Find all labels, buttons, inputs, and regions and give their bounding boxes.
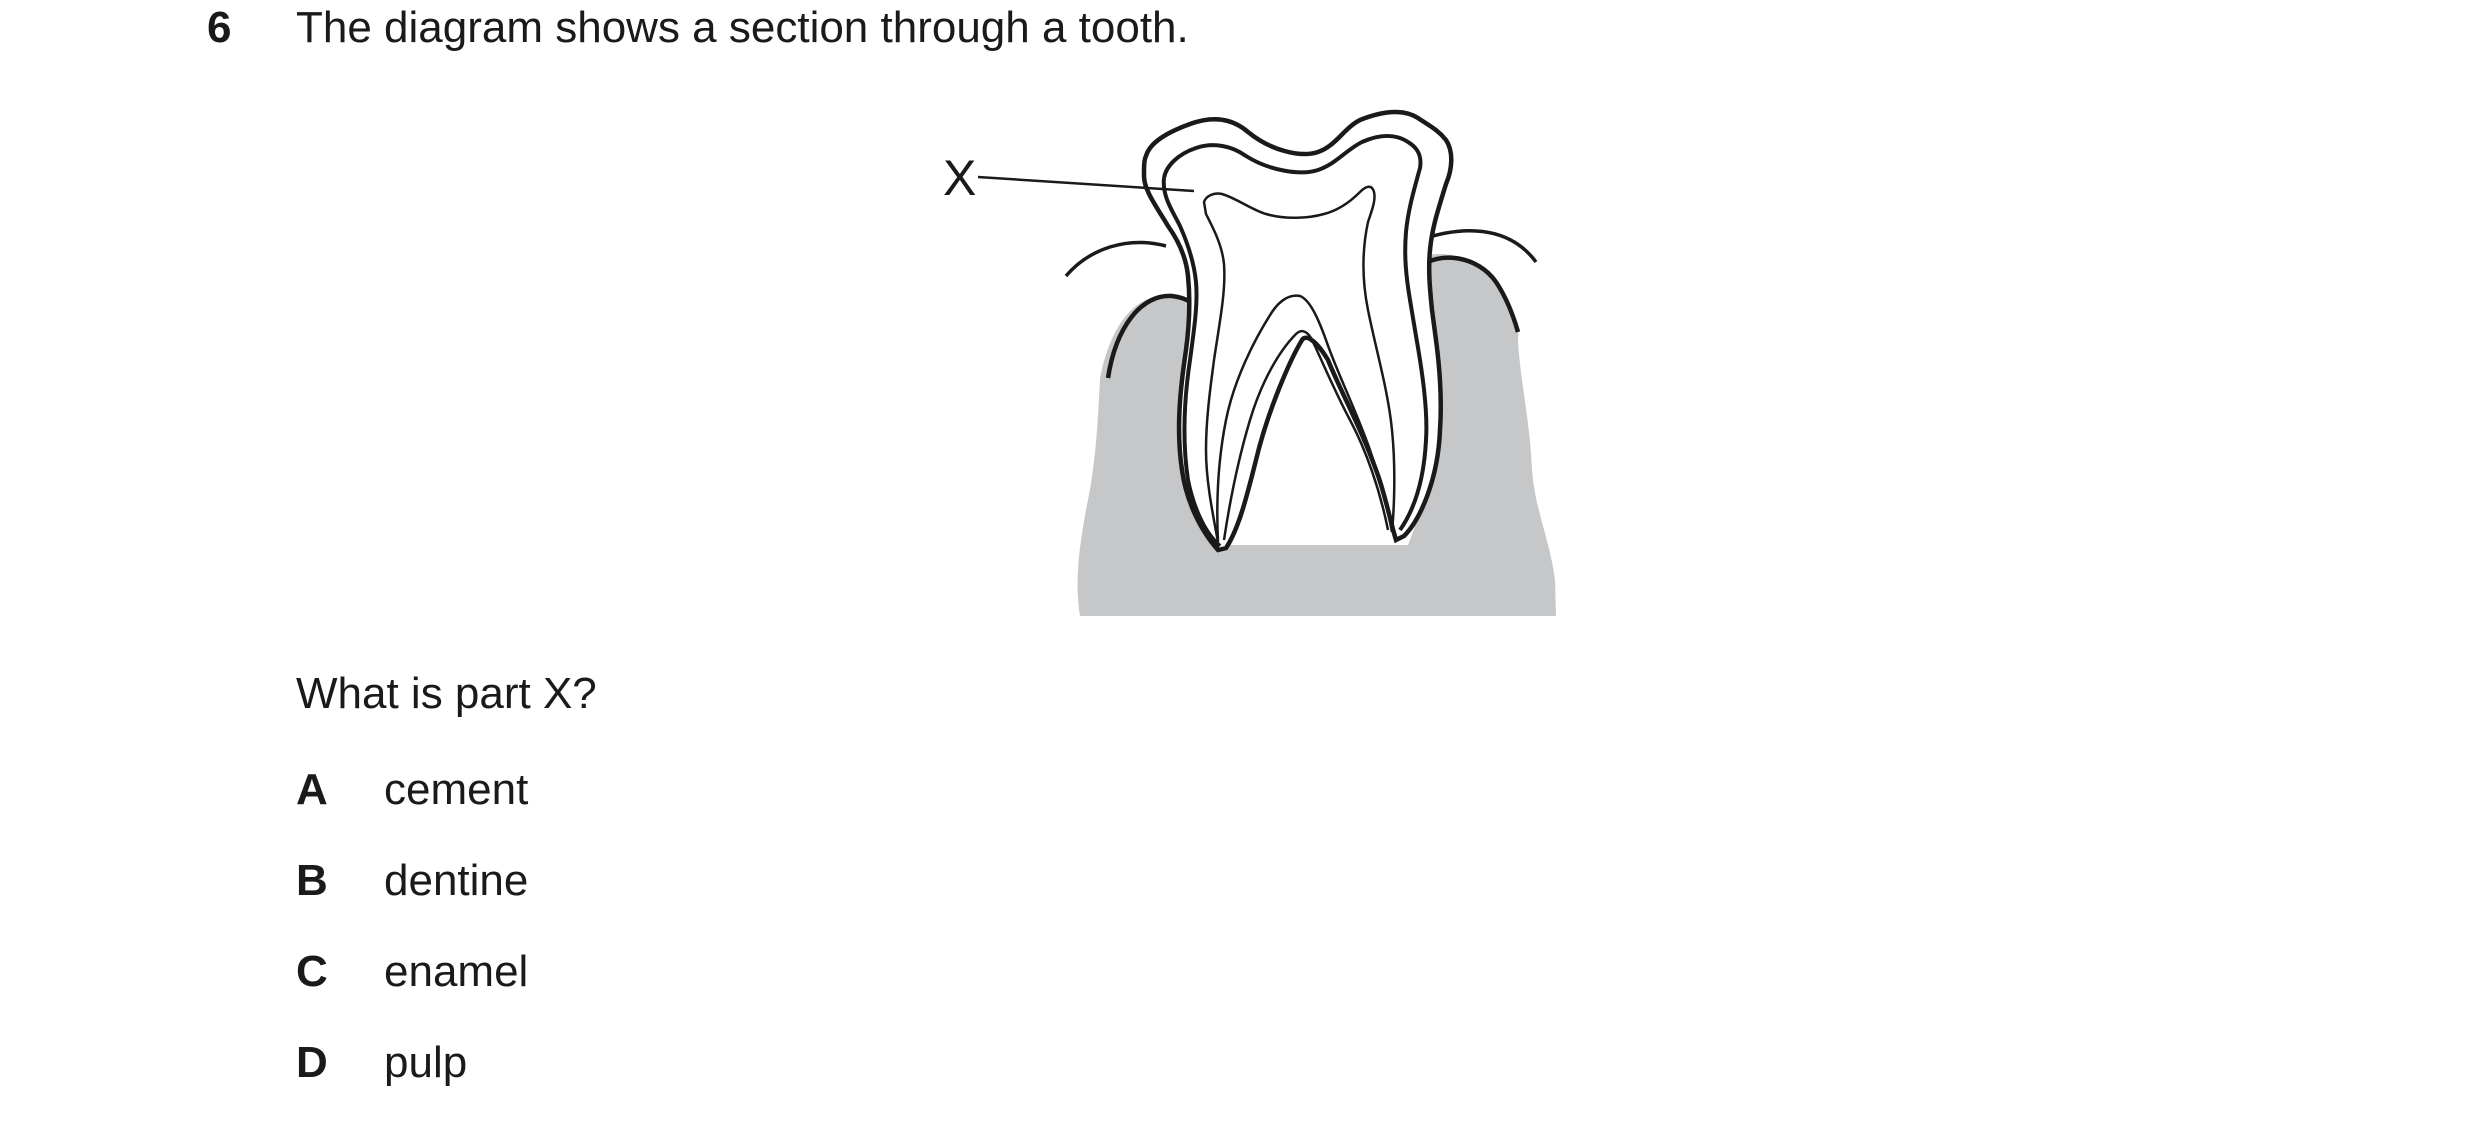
option-text: dentine — [384, 856, 529, 905]
option-text: enamel — [384, 947, 529, 996]
option-letter: C — [296, 947, 328, 996]
gum-line-left — [1064, 240, 1167, 278]
option-letter: B — [296, 856, 328, 905]
option-c[interactable]: C enamel — [296, 944, 528, 1000]
option-b[interactable]: B dentine — [296, 853, 528, 909]
pulp-cavity — [1202, 185, 1396, 543]
option-a[interactable]: A cement — [296, 762, 528, 818]
dentine-outline-left — [1161, 177, 1222, 548]
option-letter: D — [296, 1038, 328, 1087]
label-x-pointer — [977, 175, 1195, 193]
dentine-outline — [1162, 134, 1429, 532]
gum-edge-left — [1105, 293, 1192, 379]
option-text: cement — [384, 765, 529, 814]
question-number: 6 — [207, 3, 232, 52]
option-d[interactable]: D pulp — [296, 1035, 467, 1091]
gum-edge-right — [1416, 255, 1521, 333]
option-letter: A — [296, 765, 328, 814]
question-prompt: What is part X? — [296, 669, 597, 718]
question-stem: The diagram shows a section through a to… — [296, 3, 1189, 52]
root-canal-inner — [1222, 329, 1390, 541]
option-text: pulp — [384, 1038, 468, 1087]
label-x: X — [943, 150, 976, 206]
